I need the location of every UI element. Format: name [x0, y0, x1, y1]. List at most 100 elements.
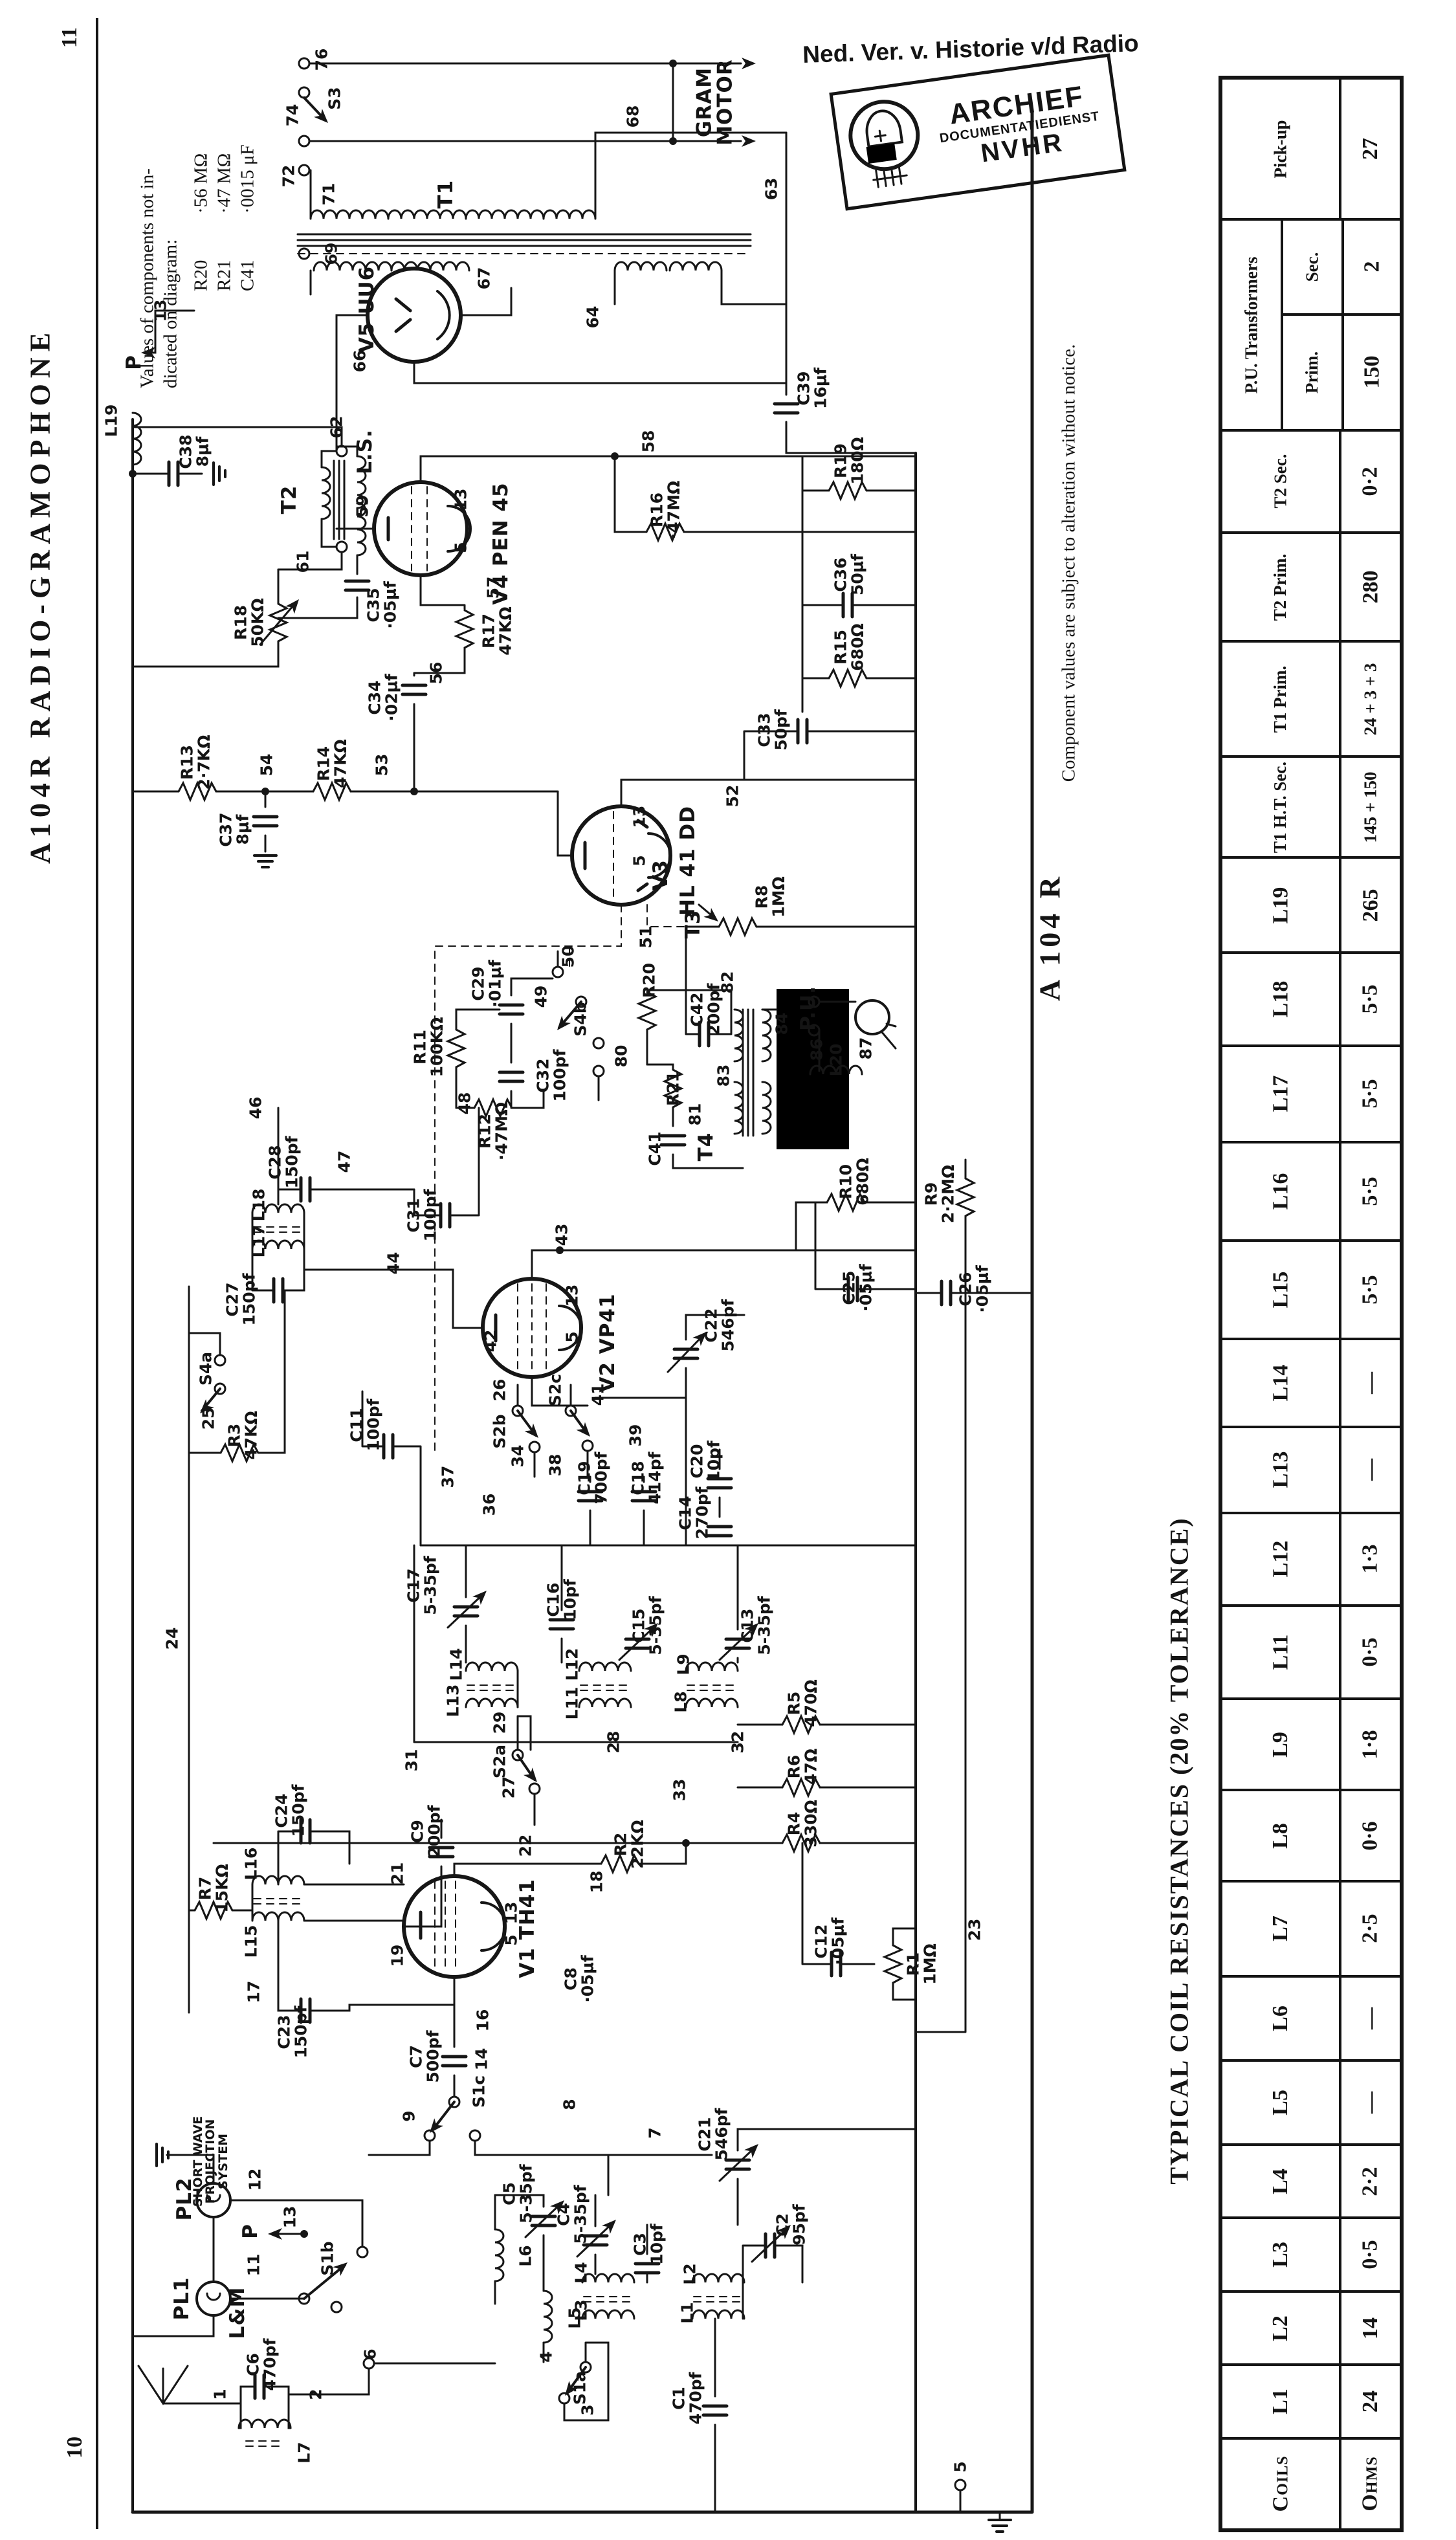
coil-name: L9: [1268, 1731, 1292, 1758]
schematic-label: L&M: [226, 2286, 250, 2339]
schematic-label: R9 2·2MΩ: [921, 1164, 958, 1224]
schematic-label: 41: [588, 1383, 608, 1406]
schematic-label: R20: [639, 962, 659, 999]
schematic-label: 46: [246, 1096, 265, 1120]
schematic-label: 80: [612, 1044, 631, 1068]
coil-name: T2 Sec.: [1270, 454, 1290, 509]
coil-row: L19 265: [1222, 856, 1400, 951]
coil-row: L8 0·6: [1222, 1789, 1400, 1881]
schematic-label: SHORT WAVE PROJECTION SYSTEM: [190, 2115, 230, 2207]
coil-name: L1: [1268, 2389, 1292, 2415]
schematic-label: 87: [856, 1037, 876, 1060]
schematic-label: C17 5-35pf: [404, 1556, 440, 1615]
schematic-label: 38: [546, 1453, 565, 1477]
coil-name: L15: [1268, 1271, 1292, 1309]
schematic-label: C19 700pf: [575, 1452, 611, 1505]
schematic-label: 13: [451, 488, 470, 511]
coil-ohms: 0·5: [1358, 1637, 1382, 1667]
schematic-label: 42: [481, 1329, 500, 1353]
schematic-label: 81: [685, 1103, 705, 1126]
schematic-label: 71: [319, 182, 338, 206]
coil-ohms: 280: [1358, 570, 1382, 604]
schematic-label: R4 330Ω: [784, 1800, 821, 1848]
schematic-label: C41: [645, 1131, 665, 1166]
archive-stamp: ARCHIEF DOCUMENTATIEDIENST NVHR: [829, 53, 1127, 211]
schematic-label: L9: [674, 1653, 693, 1675]
schematic-label: S1c: [469, 2075, 489, 2108]
schematic-label: L5: [565, 2307, 584, 2329]
coil-row: L14 —: [1222, 1338, 1400, 1426]
schematic-label: 74: [283, 104, 302, 127]
schematic-label: C6 470pf: [243, 2338, 280, 2391]
schematic-label: C7 500pf: [406, 2030, 443, 2083]
schematic-label: R14 47KΩ: [314, 739, 350, 788]
coil-name: L14: [1268, 1364, 1292, 1402]
schematic-label: 50: [558, 945, 578, 968]
schematic-label: P.U.: [797, 986, 821, 1031]
schematic-label: R19 180Ω: [831, 437, 867, 485]
coil-ohms: 0·5: [1358, 2240, 1382, 2269]
schematic-label: L11: [562, 1686, 582, 1720]
schematic-label: 67: [474, 267, 494, 290]
schematic-label: 5: [562, 1331, 582, 1343]
schematic-label: C18 414pf: [628, 1452, 665, 1505]
schematic-label: S1b: [318, 2241, 337, 2276]
schematic-label: 64: [583, 305, 602, 329]
schematic-label: L14: [447, 1648, 466, 1681]
schematic-label: 5: [951, 2461, 970, 2473]
coil-resistance-table: Pick-up 27 P.U. Transformers Sec. 2 Prim…: [1219, 76, 1404, 2532]
schematic-label: 69: [322, 242, 341, 265]
schematic-label: C16 10pf: [544, 1579, 580, 1620]
coil-ohms: 14: [1358, 2317, 1382, 2339]
schematic-label: 57: [483, 576, 503, 599]
ohms-header: Ohms: [1358, 2456, 1382, 2512]
schematic-label: L12: [562, 1648, 582, 1681]
coil-ohms: 2·2: [1358, 2166, 1382, 2196]
schematic-label: P: [239, 2224, 263, 2239]
coil-row: L16 5·5: [1222, 1141, 1400, 1240]
pu-sec-value: 2: [1360, 261, 1384, 272]
schematic-label: 5: [451, 542, 470, 553]
coil-ohms: 5·5: [1358, 1079, 1382, 1109]
schematic-label: 37: [438, 1465, 458, 1488]
coil-ohms: 145 + 150: [1360, 771, 1380, 843]
schematic-label: C36 50μf: [831, 553, 867, 596]
schematic-label: 34: [508, 1444, 527, 1468]
schematic-label: R8 1MΩ: [752, 876, 788, 918]
pu-sec-label: Sec.: [1302, 252, 1322, 282]
schematic-label: S1a: [570, 2370, 590, 2405]
schematic-label: 76: [312, 48, 331, 71]
schematic-label: 5: [630, 855, 649, 867]
schematic-label: R18 50KΩ: [231, 598, 267, 647]
schematic-label: C33 50pf: [755, 709, 791, 751]
schematic-label: 1: [210, 2389, 230, 2400]
coil-row: L11 0·5: [1222, 1604, 1400, 1698]
radio-tube-icon: [848, 100, 920, 188]
schematic-label: 6: [360, 2348, 380, 2360]
coil-name: L4: [1268, 2168, 1292, 2194]
schematic-label: R1 1MΩ: [903, 1943, 940, 1985]
coil-row: L12 1·3: [1222, 1511, 1400, 1605]
schematic-label: 31: [402, 1749, 421, 1772]
pu-sec-row: Sec. 2: [1283, 221, 1400, 313]
schematic-label: L17: [249, 1224, 269, 1258]
schematic-label: R11 100KΩ: [410, 1017, 447, 1077]
schematic-label: 48: [455, 1092, 474, 1115]
coil-ohms: 1·8: [1358, 1729, 1382, 1760]
schematic-label: L1: [678, 2302, 697, 2324]
schematic-label: C14 270pf: [676, 1486, 712, 1540]
schematic-label: 22: [516, 1834, 535, 1857]
schematic-label: C32 100pf: [533, 1049, 569, 1102]
schematic-label: T3: [681, 909, 705, 939]
schematic-label: 33: [670, 1778, 689, 1802]
schematic-label: C39 16μf: [794, 367, 830, 410]
schematic-label: HL 41 DD: [676, 806, 700, 916]
schematic-label: V3: [649, 859, 673, 890]
coil-ohms: 24 + 3 + 3: [1360, 663, 1380, 736]
coil-name: L11: [1268, 1634, 1292, 1670]
schematic-label: L18: [249, 1188, 269, 1222]
coil-name: L6: [1268, 2005, 1292, 2031]
schematic-label: C27 150pf: [223, 1273, 259, 1326]
